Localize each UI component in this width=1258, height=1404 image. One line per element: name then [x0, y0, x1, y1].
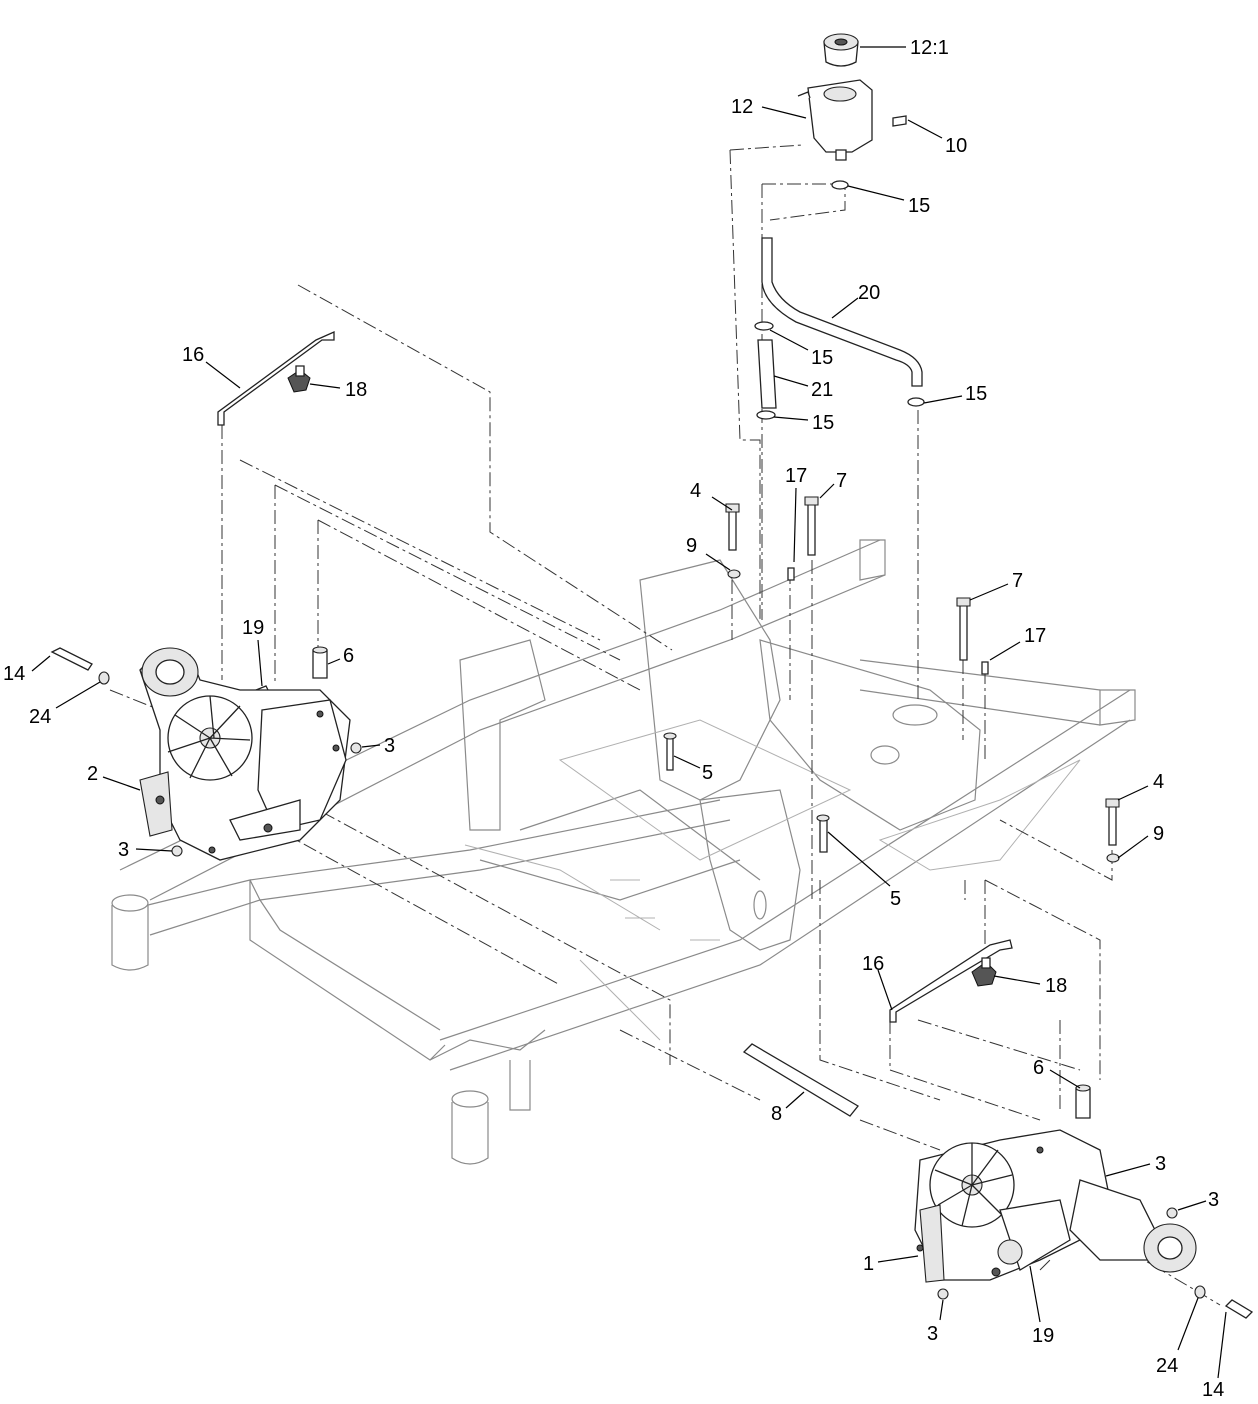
pin-head	[816, 814, 830, 822]
callout-12: 12	[731, 96, 753, 118]
callout-7: 7	[836, 470, 847, 492]
bolt	[1224, 1299, 1254, 1319]
knob	[971, 957, 997, 987]
callout-6: 6	[1033, 1057, 1044, 1079]
callout-7: 7	[1012, 570, 1023, 592]
bolt-head	[725, 503, 740, 513]
washer	[1194, 1285, 1206, 1299]
callout-15: 15	[908, 195, 930, 217]
bolt	[1108, 805, 1117, 846]
callout-3: 3	[384, 735, 395, 757]
callout-14: 14	[3, 663, 25, 685]
callout-15: 15	[811, 347, 833, 369]
hose-21	[757, 339, 777, 409]
callout-24: 24	[29, 706, 51, 728]
reservoir-cap	[823, 33, 859, 67]
bolt-head	[1105, 798, 1120, 808]
bracket	[889, 939, 1013, 1023]
callout-17: 17	[1024, 625, 1046, 647]
spacer	[1075, 1087, 1091, 1119]
pin	[819, 817, 828, 853]
spacer-top	[312, 646, 328, 654]
callout-8: 8	[771, 1103, 782, 1125]
bolt	[728, 509, 737, 551]
transmission-right	[914, 1129, 1197, 1283]
callout-1: 1	[863, 1253, 874, 1275]
pin	[666, 735, 674, 771]
callout-16: 16	[182, 344, 204, 366]
callout-14: 14	[1202, 1379, 1224, 1401]
hose-20	[761, 237, 923, 387]
bolt	[807, 503, 816, 556]
callout-4: 4	[690, 480, 701, 502]
washer	[98, 671, 110, 685]
bolt	[787, 567, 795, 581]
callout-2: 2	[87, 763, 98, 785]
callout-12-1: 12:1	[910, 37, 949, 59]
callout-15: 15	[812, 412, 834, 434]
spacer-top	[1075, 1084, 1091, 1092]
callout-3: 3	[1155, 1153, 1166, 1175]
callout-3: 3	[1208, 1189, 1219, 1211]
callout-19: 19	[242, 617, 264, 639]
hose-clamp	[907, 397, 925, 407]
hydraulic-reservoir	[797, 79, 873, 161]
callout-15: 15	[965, 383, 987, 405]
hose-clamp	[756, 410, 776, 420]
callout-9: 9	[1153, 823, 1164, 845]
bolt	[959, 604, 968, 661]
mower-frame	[111, 539, 1136, 1165]
callout-18: 18	[1045, 975, 1067, 997]
callout-21: 21	[811, 379, 833, 401]
bolt-head	[804, 496, 819, 506]
callout-24: 24	[1156, 1355, 1178, 1377]
washer	[727, 569, 741, 579]
callout-16: 16	[862, 953, 884, 975]
bolt-head	[956, 597, 971, 607]
callout-labels: 12:1 12 10 15 20 15 21 15 15 16 18 4 17 …	[3, 37, 1224, 1401]
bracket	[217, 330, 335, 426]
callout-19: 19	[1032, 1325, 1054, 1347]
callout-10: 10	[945, 135, 967, 157]
callout-4: 4	[1153, 771, 1164, 793]
callout-18: 18	[345, 379, 367, 401]
screw	[892, 115, 907, 127]
hose-clamp	[831, 180, 849, 190]
bolt	[50, 647, 93, 671]
callout-5: 5	[890, 888, 901, 910]
callout-5: 5	[702, 762, 713, 784]
callout-3: 3	[927, 1323, 938, 1345]
hose-clamp	[754, 321, 774, 331]
washer	[1106, 853, 1120, 863]
shaft	[742, 1043, 859, 1117]
nut	[350, 742, 362, 754]
leader-lines	[31, 46, 1227, 1379]
nut	[1166, 1207, 1178, 1219]
spacer	[312, 649, 328, 679]
knob	[287, 365, 311, 393]
transmission-left	[139, 647, 351, 861]
callout-9: 9	[686, 535, 697, 557]
bolt	[981, 661, 989, 675]
callout-6: 6	[343, 645, 354, 667]
nut	[937, 1288, 949, 1300]
callout-20: 20	[858, 282, 880, 304]
callout-17: 17	[785, 465, 807, 487]
callout-3: 3	[118, 839, 129, 861]
pin-head	[663, 732, 677, 740]
nut	[171, 845, 183, 857]
